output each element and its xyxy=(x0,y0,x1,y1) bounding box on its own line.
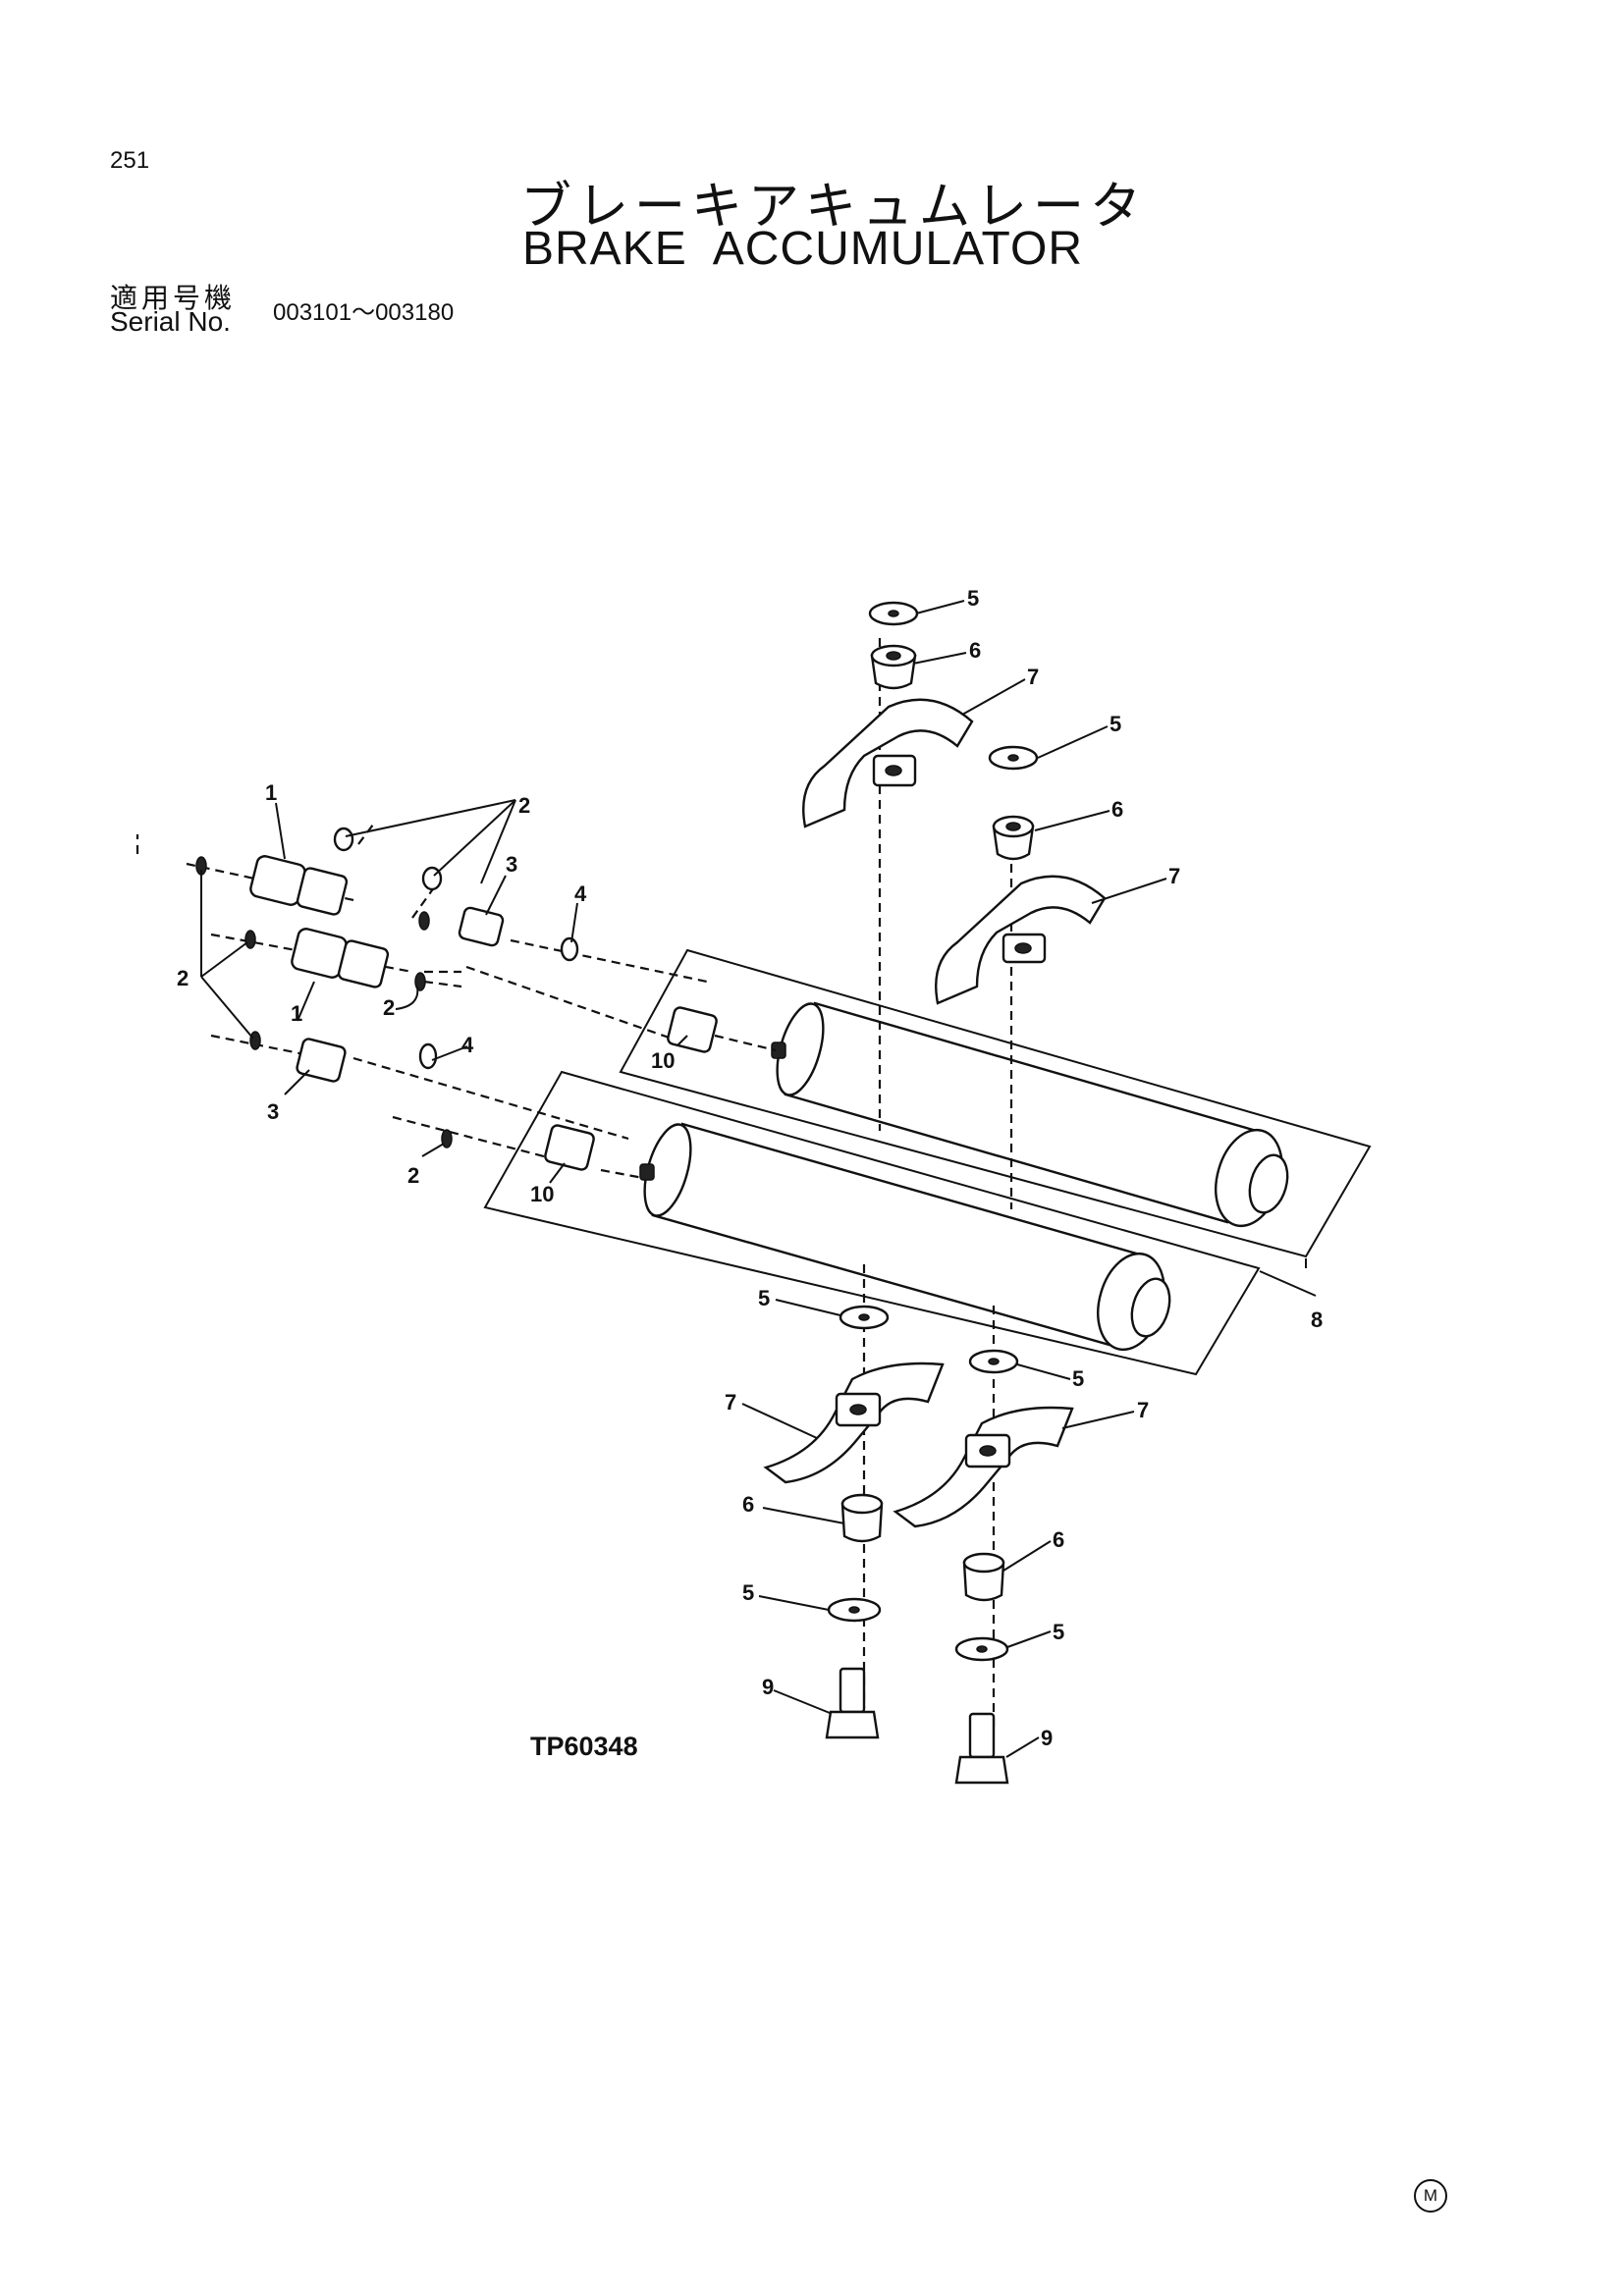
callout-2d: 2 xyxy=(407,1163,419,1188)
callout-4b: 4 xyxy=(461,1033,474,1057)
callout-3a: 3 xyxy=(506,852,517,877)
figure-code: TP60348 xyxy=(530,1732,638,1761)
callout-9a: 9 xyxy=(762,1675,774,1699)
upper-plate-outline xyxy=(619,948,1372,1258)
callout-5f: 5 xyxy=(1053,1620,1064,1644)
upper-left-hardware xyxy=(802,601,974,828)
callout-8: 8 xyxy=(1311,1308,1323,1332)
callout-labels: 1 1 2 2 2 2 3 3 4 4 5 5 5 5 5 5 6 6 6 6 … xyxy=(177,586,1323,1750)
callout-7b: 7 xyxy=(1168,864,1180,888)
serial-label-japanese: 適用号機 xyxy=(110,282,237,314)
callout-4a: 4 xyxy=(574,881,587,906)
lower-left-hardware xyxy=(763,1305,945,1739)
callout-5a: 5 xyxy=(967,586,979,611)
callout-5c: 5 xyxy=(758,1286,770,1310)
callout-6a: 6 xyxy=(969,638,981,663)
callout-10b: 10 xyxy=(530,1182,554,1206)
serial-range: 003101～003180 xyxy=(273,299,455,326)
page-title-english: BRAKE ACCUMULATOR xyxy=(522,223,1084,275)
callout-6b: 6 xyxy=(1111,797,1123,822)
callout-9b: 9 xyxy=(1041,1726,1053,1750)
callout-6d: 6 xyxy=(1053,1527,1064,1552)
upper-right-hardware xyxy=(935,745,1107,1005)
circled-mark: M xyxy=(1414,2179,1447,2213)
callout-5b: 5 xyxy=(1110,712,1121,736)
page-title-japanese: ブレーキアキュムレータ xyxy=(520,178,1148,237)
left-fittings xyxy=(195,827,718,1171)
lower-right-hardware xyxy=(893,1349,1074,1785)
callout-6c: 6 xyxy=(742,1492,754,1517)
callout-7c: 7 xyxy=(725,1390,736,1415)
callout-5e: 5 xyxy=(742,1580,754,1605)
callout-1b: 1 xyxy=(291,1001,302,1026)
callout-5d: 5 xyxy=(1072,1366,1084,1391)
serial-label-english: Serial No. xyxy=(110,306,231,337)
callout-2c: 2 xyxy=(383,995,395,1020)
callout-10a: 10 xyxy=(651,1048,675,1073)
callout-3b: 3 xyxy=(267,1099,279,1124)
callout-1a: 1 xyxy=(265,780,277,805)
callout-2a: 2 xyxy=(518,793,530,818)
callout-7a: 7 xyxy=(1027,665,1039,689)
accumulator-upper xyxy=(771,1001,1289,1228)
callout-2b: 2 xyxy=(177,966,189,990)
lower-plate-outline xyxy=(483,1070,1261,1376)
page-number: 251 xyxy=(110,147,150,174)
accumulator-lower xyxy=(639,1122,1171,1352)
leader-lines xyxy=(200,600,1317,1758)
callout-7d: 7 xyxy=(1137,1398,1149,1422)
